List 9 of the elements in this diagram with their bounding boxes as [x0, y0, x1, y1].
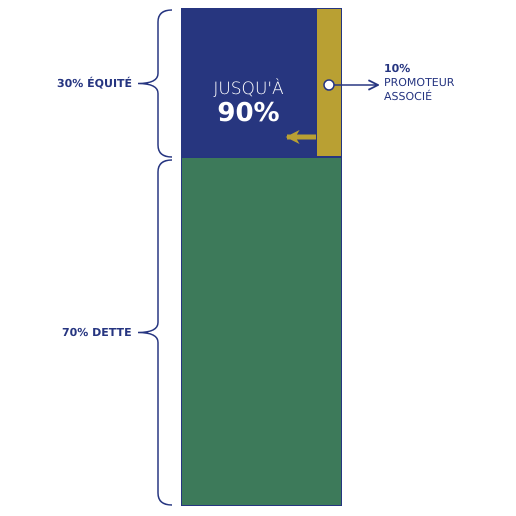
equity-block — [181, 8, 316, 157]
percentage-value: 90% — [217, 99, 280, 127]
share-label: 70% DETTE — [62, 326, 132, 338]
heading-text: JUSQU'À — [213, 79, 284, 99]
debt-block — [181, 157, 342, 506]
percentage-value: 10% — [384, 62, 412, 76]
share-label: 30% ÉQUITÉ — [57, 76, 132, 90]
promoter-strip — [316, 8, 342, 157]
promoter-text: PROMOTEUR ASSOCIÉ — [384, 76, 456, 104]
